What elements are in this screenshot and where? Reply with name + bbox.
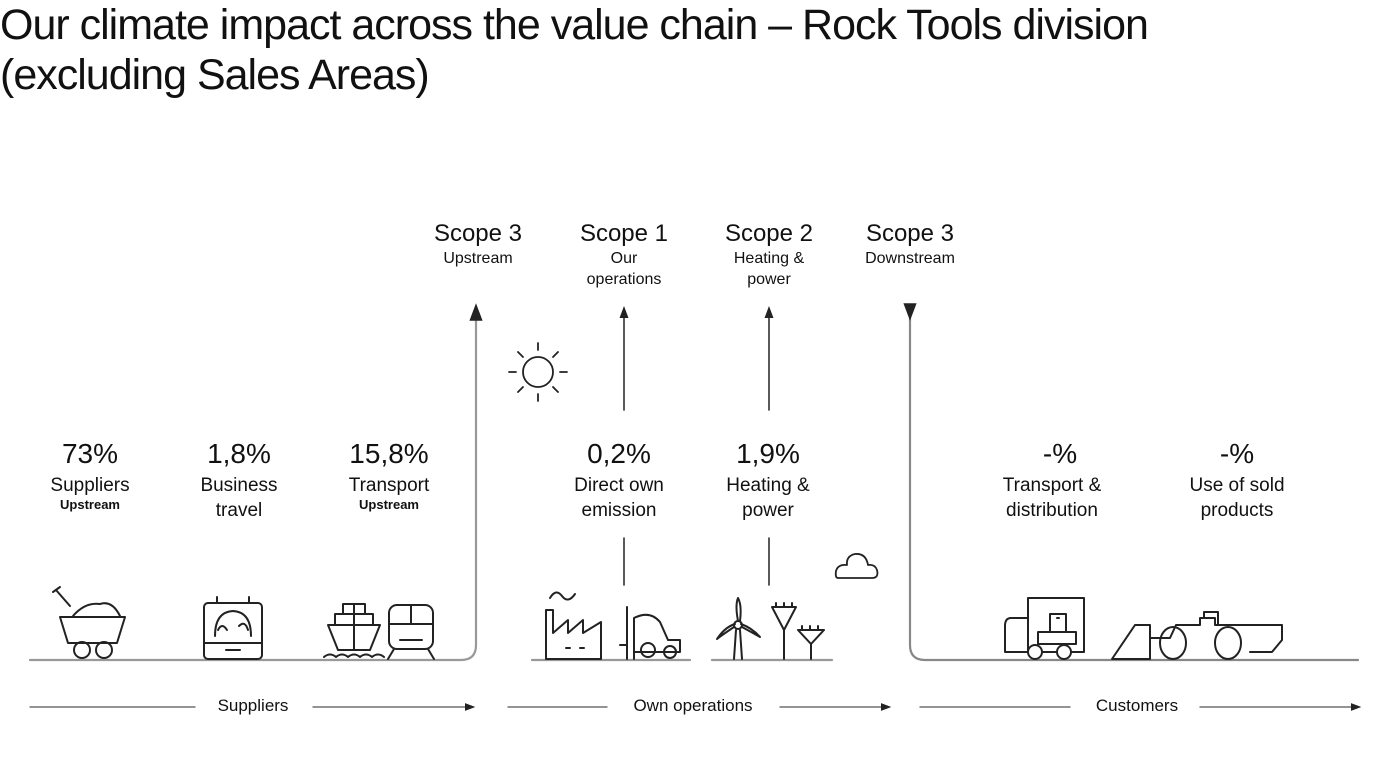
loader-icon (1111, 611, 1283, 660)
metric-use-of-sold-products: -% Use of sold products (1147, 438, 1327, 523)
metric-transport-upstream: 15,8% Transport Upstream (299, 438, 479, 512)
scope2-header: Scope 2 Heating & power (689, 220, 849, 290)
metric-transport-distribution: -% Transport & distribution (962, 438, 1142, 523)
scope-heading: Scope 3 (865, 220, 955, 247)
scope-heading: Scope 3 (433, 220, 523, 247)
scope-heading: Scope 1 (579, 220, 669, 247)
axis-label-suppliers: Suppliers (217, 696, 289, 715)
metric-value: 15,8% (349, 438, 429, 469)
metric-label: Transport (348, 475, 430, 496)
metric-label: Heating & power (726, 475, 810, 521)
wind-turbine-power-line-icon (716, 597, 825, 660)
metric-heating-power: 1,9% Heating & power (678, 438, 858, 523)
truck-icon (1004, 597, 1085, 660)
factory-forklift-icon (545, 591, 681, 660)
title-line-1: Our climate impact across the value chai… (0, 1, 1149, 49)
metric-label: Business travel (200, 475, 278, 521)
metric-value: 73% (61, 438, 119, 469)
scope-sub: Heating & power (733, 250, 805, 288)
metric-label: Transport & distribution (1002, 475, 1102, 521)
scope1-header: Scope 1 Our operations (544, 220, 704, 290)
scope-heading: Scope 2 (724, 220, 814, 247)
scope-sub: Our operations (586, 250, 662, 288)
metric-label: Suppliers (50, 475, 130, 496)
axis-label-own-operations: Own operations (633, 696, 753, 715)
metric-label: Direct own emission (574, 475, 664, 521)
metric-value: 1,9% (736, 438, 800, 469)
sun-icon (508, 342, 568, 402)
metric-business-travel: 1,8% Business travel (149, 438, 329, 523)
cloud-icon (834, 553, 879, 579)
metric-value: 1,8% (207, 438, 271, 469)
scope3-upstream-header: Scope 3 Upstream (398, 220, 558, 269)
title-line-2: (excluding Sales Areas) (0, 51, 430, 99)
metric-sub: Upstream (359, 497, 419, 512)
axis-label-customers: Customers (1095, 696, 1179, 715)
scope3-downstream-header: Scope 3 Downstream (830, 220, 990, 269)
customers-baseline (903, 303, 1360, 662)
metric-value: -% (1042, 438, 1078, 469)
scope-sub: Upstream (443, 250, 513, 267)
ship-train-icon (323, 603, 435, 660)
metric-suppliers: 73% Suppliers Upstream (0, 438, 180, 512)
metric-sub: Upstream (60, 497, 120, 512)
metric-label: Use of sold products (1189, 475, 1285, 521)
mine-cart-icon (52, 586, 126, 659)
metric-direct-emission: 0,2% Direct own emission (529, 438, 709, 523)
page-title: Our climate impact across the value chai… (0, 0, 1320, 100)
metric-value: -% (1219, 438, 1255, 469)
suppliers-baseline (28, 303, 483, 662)
metric-value: 0,2% (587, 438, 651, 469)
scope-sub: Downstream (865, 250, 955, 267)
suitcase-globe-icon (203, 596, 263, 660)
